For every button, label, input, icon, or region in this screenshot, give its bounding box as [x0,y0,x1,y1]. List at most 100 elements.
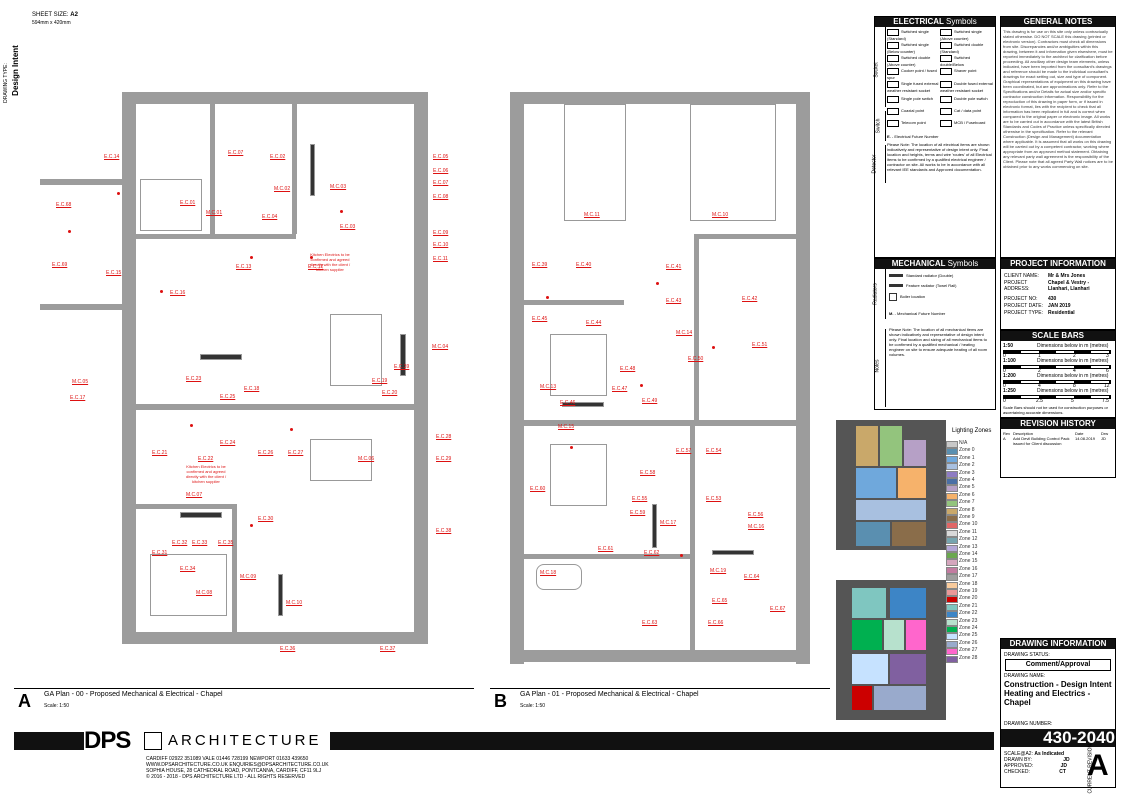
symbol-item: Double pole switch [940,96,993,108]
ec-label: E.C.68 [56,202,72,208]
zone-swatch [946,478,958,485]
scale-tick: 0 [1003,383,1006,389]
checked-value: CT [1059,769,1066,775]
sheet-size: SHEET SIZE: A2 [32,12,78,19]
mc-label: M.C.05 [72,379,89,385]
mc-label: M.C.18 [540,570,557,576]
zone-swatch [946,589,958,596]
void [690,104,776,221]
zone-legend-item: Zone 3 [946,470,1006,478]
ec-label: E.C.43 [666,298,682,304]
revision-history-panel: REVISION HISTORY Rev Description Date Dr… [1000,418,1116,478]
zone-legend-item: Zone 13 [946,544,1006,552]
approved-value: JD [1060,763,1067,769]
zone-legend-item: Zone 27 [946,647,1006,656]
plan-a-title: GA Plan - 00 - Proposed Mechanical & Ele… [44,691,223,698]
revision-label-box: CURRENT REVISION: [1075,742,1094,793]
wall [796,92,810,664]
zone-legend-item: Zone 2 [946,462,1006,471]
brand-square-icon [144,732,162,750]
wall [524,300,624,305]
zone-swatch [946,552,958,559]
ec-label: E.C.44 [586,320,602,326]
zone-swatch [946,574,958,582]
device-point [290,428,293,431]
mc-label: M.C.13 [540,384,557,390]
ec-label: E.C.03 [340,224,356,230]
scale-value: 1:100 [1003,358,1016,364]
scale-tick: 5 [1071,398,1074,404]
device-point [712,346,715,349]
zone-label: Zone 15 [959,558,978,565]
symbol-label: MCB / Fuseboard [954,120,986,125]
zone-swatch [946,618,958,626]
ec-label: E.C.41 [666,264,682,270]
mechanical-note: Please Note: The location of all mechani… [889,327,988,357]
kitchen-note: Kitchen Electrics to be confirmed and ag… [185,464,227,484]
zone-legend-item: Zone 4 [946,477,1006,485]
mc-label: M.C.03 [330,184,347,190]
dining-table [310,439,372,481]
ec-label: E.C.57 [676,448,692,454]
symbol-item: MCB / Fuseboard [940,120,993,132]
scale-bars-title: SCALE BARS [1001,331,1115,341]
kitchen-note: Kitchen Electrics to be confirmed and ag… [309,252,351,272]
zone-legend-item: Zone 0 [946,447,1006,456]
plan-a-area: E.C.14 E.C.07 E.C.02 M.C.02 M.C.03 E.C.0… [40,84,470,664]
wall [690,426,695,650]
ec-label: E.C.36 [280,646,296,652]
revision-header: Rev [1003,431,1011,436]
group-label: Detector [871,154,878,174]
plan-b-letter: B [494,691,507,711]
ec-label: E.C.47 [612,386,628,392]
lighting-zones-thumbnails [836,420,946,730]
sheet-size-value: A2 [70,12,78,18]
revision-cell: Add Devil Building Control Pack issued f… [1013,436,1070,446]
symbol-label: Switched single (Below counter) [887,42,929,54]
revision-history-title: REVISION HISTORY [1001,419,1115,429]
zone-swatch [946,626,958,633]
ec-label: E.C.05 [433,154,449,160]
drawing-info-panel: DRAWING INFORMATION DRAWING STATUS: Comm… [1000,638,1116,794]
zone-swatch [946,611,958,619]
ec-label: E.C.13 [236,264,252,270]
wall [694,234,699,420]
symbol-item: Single fused external weather resistant … [887,81,940,96]
ec-label: E.C.35 [218,540,234,546]
radiator [278,574,283,616]
symbol-item: Switched single (Below counter) [887,42,940,55]
mechanical-symbols-title: MECHANICAL [891,259,946,268]
zone-label: Zone 25 [959,632,978,639]
ec-label: E.C.39 [532,262,548,268]
drawing-type-label: DRAWING TYPE: [2,63,9,103]
symbol-item: Switched double/Below [940,55,993,68]
ec-label: E.C.08 [433,194,449,200]
zone-swatch [946,559,958,567]
ec-label: E.C.34 [180,566,196,572]
symbol-item: Coaxial point [887,108,940,120]
zone-swatch [946,455,958,463]
zone-label: Zone 28 [959,654,978,661]
ec-label: E.C.19 [372,378,388,384]
zone-label: Zone 7 [959,499,975,506]
zone-label: Zone 17 [959,573,978,580]
ec-label: E.C.54 [706,448,722,454]
brand-dps: DPS [84,727,131,754]
radiator [400,334,406,376]
mc-label: M.C.14 [676,330,693,336]
scale-text: Dimensions below in m (metres) [1037,388,1109,394]
project-date-value: JAN 2019 [1048,303,1071,309]
scale-tick: 2.5 [1036,398,1043,404]
radiator [310,144,315,196]
zone-swatch [946,537,958,545]
drawing-meta: SCALE@A2: As Indicated DRAWN BY: JD APPR… [1004,751,1084,775]
thumbnail-ground-floor [836,420,946,550]
void [564,104,626,221]
symbol-item: Switched single (Above counter) [940,29,993,42]
ec-label: E.C.04 [262,214,278,220]
device-point [117,192,120,195]
general-notes-title: GENERAL NOTES [1001,17,1115,27]
scale-tick: 3 [1106,353,1109,359]
zone-legend-item: Zone 7 [946,499,1006,508]
ec-label: E.C.38 [436,528,452,534]
